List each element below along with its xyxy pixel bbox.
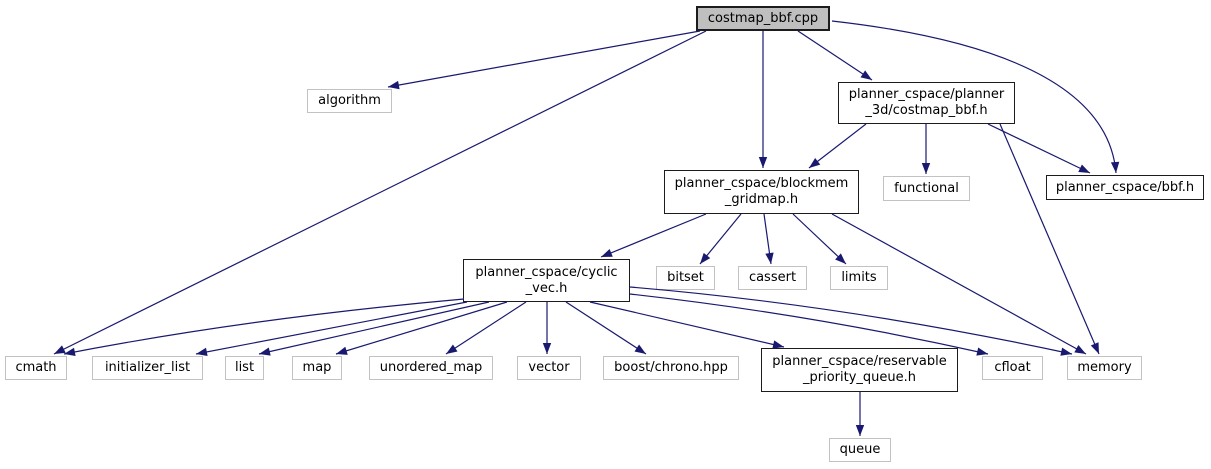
node-label: planner_cspace/blockmem _gridmap.h xyxy=(674,176,849,207)
graph-node-cfloat: cfloat xyxy=(982,356,1043,380)
graph-node-unordered_map: unordered_map xyxy=(369,356,493,380)
graph-node-cmath: cmath xyxy=(5,356,67,380)
graph-node-costmap_bbf_cpp: costmap_bbf.cpp xyxy=(696,6,830,31)
graph-node-list: list xyxy=(225,356,264,380)
arrowhead xyxy=(54,345,66,354)
node-label: map xyxy=(302,360,332,375)
node-label: cmath xyxy=(15,360,57,375)
graph-node-limits: limits xyxy=(830,266,888,290)
node-label: boost/chrono.hpp xyxy=(614,360,728,375)
graph-node-cyclic_vec_h[interactable]: planner_cspace/cyclic _vec.h xyxy=(463,259,630,302)
edge-cyclic_vec_h--initializer_list xyxy=(195,301,468,357)
node-label: initializer_list xyxy=(104,360,191,375)
arrowhead xyxy=(1078,164,1090,173)
edge-cyclic_vec_h--cmath xyxy=(63,298,465,357)
graph-node-reservable_priority_queue_h[interactable]: planner_cspace/reservable _priority_queu… xyxy=(761,348,958,392)
arrowhead xyxy=(765,252,774,264)
edge-cyclic_vec_h--unordered_map xyxy=(445,301,527,355)
arrowhead xyxy=(700,252,711,264)
arrowhead xyxy=(976,347,988,356)
node-label: cassert xyxy=(748,270,797,285)
graph-node-bbf_h[interactable]: planner_cspace/bbf.h xyxy=(1046,175,1204,200)
edge-cyclic_vec_h--reservable_priority_queue_h xyxy=(589,301,785,349)
edge-costmap_bbf_cpp--cmath xyxy=(53,30,707,355)
graph-node-map: map xyxy=(292,356,342,380)
graph-node-functional: functional xyxy=(883,176,970,201)
arrowhead xyxy=(855,425,865,436)
node-label: unordered_map xyxy=(379,360,483,375)
arrowhead xyxy=(860,70,872,80)
edge-reservable_priority_queue_h--queue xyxy=(855,392,865,436)
graph-node-bitset: bitset xyxy=(656,266,715,290)
edge-costmap_bbf_cpp--planner3d_costmap_bbf_h xyxy=(797,30,873,81)
edge-planner3d_costmap_bbf_h--functional xyxy=(921,124,931,174)
node-label: planner_cspace/reservable _priority_queu… xyxy=(772,354,947,385)
node-label: planner_cspace/planner _3d/costmap_bbf.h xyxy=(848,87,1005,118)
node-label: algorithm xyxy=(318,93,381,108)
arrowhead xyxy=(921,163,931,174)
graph-node-initializer_list: initializer_list xyxy=(92,356,203,380)
arrowhead xyxy=(336,346,348,355)
node-label: bitset xyxy=(667,270,704,285)
graph-node-queue: queue xyxy=(829,438,891,462)
graph-node-memory: memory xyxy=(1067,356,1142,380)
graph-node-boost_chrono_hpp: boost/chrono.hpp xyxy=(603,356,739,380)
arrowhead xyxy=(542,343,552,354)
edge-blockmem_gridmap_h--limits xyxy=(792,213,847,265)
node-label: cfloat xyxy=(994,360,1031,375)
graph-node-algorithm: algorithm xyxy=(307,89,392,113)
edge-blockmem_gridmap_h--cassert xyxy=(763,213,774,265)
edge-cyclic_vec_h--cfloat xyxy=(629,293,989,356)
node-label: limits xyxy=(841,270,877,285)
graph-node-planner3d_costmap_bbf_h[interactable]: planner_cspace/planner _3d/costmap_bbf.h xyxy=(838,82,1015,124)
edge-planner3d_costmap_bbf_h--bbf_h xyxy=(987,123,1091,174)
arrowhead xyxy=(196,347,208,357)
arrowhead xyxy=(601,248,613,257)
arrowhead xyxy=(1060,347,1072,356)
edge-blockmem_gridmap_h--cyclic_vec_h xyxy=(600,213,707,258)
arrowhead xyxy=(1074,345,1086,354)
arrowhead xyxy=(1090,342,1099,354)
arrowhead xyxy=(835,253,846,264)
edge-costmap_bbf_cpp--blockmem_gridmap_h xyxy=(758,31,768,168)
graph-node-vector: vector xyxy=(517,356,581,380)
edge-cyclic_vec_h--boost_chrono_hpp xyxy=(565,301,647,355)
edge-planner3d_costmap_bbf_h--memory xyxy=(999,123,1100,355)
edge-cyclic_vec_h--memory xyxy=(629,286,1073,356)
node-label: queue xyxy=(839,442,881,457)
edge-cyclic_vec_h--vector xyxy=(542,302,552,354)
node-label: costmap_bbf.cpp xyxy=(707,10,819,26)
arrowhead xyxy=(388,80,400,90)
edge-blockmem_gridmap_h--bitset xyxy=(699,213,742,265)
node-label: vector xyxy=(528,360,570,375)
edge-cyclic_vec_h--list xyxy=(258,301,490,356)
arrowhead xyxy=(64,347,76,357)
graph-node-blockmem_gridmap_h[interactable]: planner_cspace/blockmem _gridmap.h xyxy=(664,170,859,214)
edge-costmap_bbf_cpp--algorithm xyxy=(387,30,701,90)
node-label: list xyxy=(234,360,255,375)
node-label: functional xyxy=(894,180,959,196)
arrowhead xyxy=(1110,161,1120,173)
node-label: planner_cspace/cyclic _vec.h xyxy=(475,264,618,296)
arrowhead xyxy=(259,347,271,356)
node-label: memory xyxy=(1077,360,1132,375)
arrowhead xyxy=(634,344,646,354)
graph-node-cassert: cassert xyxy=(738,266,807,290)
arrowhead xyxy=(758,157,768,168)
arrowhead xyxy=(809,157,821,168)
edge-planner3d_costmap_bbf_h--blockmem_gridmap_h xyxy=(808,123,867,169)
arrowhead xyxy=(446,344,458,354)
edge-cyclic_vec_h--map xyxy=(335,301,508,355)
node-label: planner_cspace/bbf.h xyxy=(1055,179,1195,195)
